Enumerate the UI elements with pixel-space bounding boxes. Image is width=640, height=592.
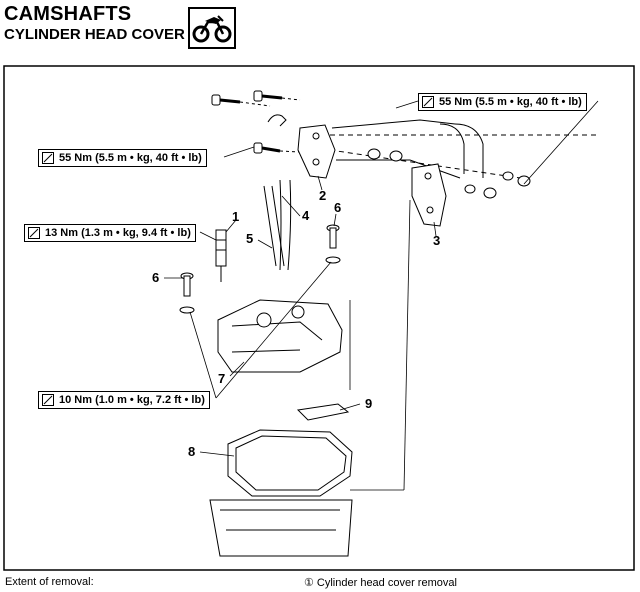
callout-7: 7 [218, 371, 226, 386]
cylinder-head-cover [217, 299, 343, 373]
torque-text: 55 Nm (5.5 m • kg, 40 ft • lb) [439, 96, 582, 108]
torque-text: 55 Nm (5.5 m • kg, 40 ft • lb) [59, 152, 202, 164]
callout-1: 1 [232, 209, 240, 224]
bolt-lower [253, 142, 301, 154]
torque-spec-bracket-bolt: 55 Nm (5.5 m • kg, 40 ft • lb) [38, 149, 207, 167]
cover-bolt-left [179, 272, 195, 314]
breather-hose [263, 185, 277, 267]
torque-spec-cover-bolt: 10 Nm (1.0 m • kg, 7.2 ft • lb) [38, 391, 210, 409]
cover-bolt-right [325, 224, 341, 264]
torque-spec-spark-plug: 13 Nm (1.3 m • kg, 9.4 ft • lb) [24, 224, 196, 242]
torque-text: 10 Nm (1.0 m • kg, 7.2 ft • lb) [59, 394, 205, 406]
torque-spec-frame-bolt: 55 Nm (5.5 m • kg, 40 ft • lb) [418, 93, 587, 111]
callout-6-right: 6 [334, 200, 342, 215]
torque-text: 13 Nm (1.3 m • kg, 9.4 ft • lb) [45, 227, 191, 239]
callout-9: 9 [365, 396, 373, 411]
engine-bracket-2 [297, 124, 336, 179]
page-title: CAMSHAFTS [4, 3, 132, 25]
callout-5: 5 [246, 231, 254, 246]
spark-plug [215, 229, 227, 282]
torque-wrench-icon [42, 394, 54, 406]
extent-value: ① Cylinder head cover removal [304, 577, 457, 589]
frame-tube [329, 119, 600, 179]
motorcycle-icon [188, 7, 236, 49]
callout-6-left: 6 [152, 270, 160, 285]
cylinder-head [209, 429, 353, 557]
engine-bracket-3 [411, 163, 447, 227]
callout-3: 3 [433, 233, 441, 248]
callout-2: 2 [319, 188, 327, 203]
callout-8: 8 [188, 444, 196, 459]
torque-wrench-icon [42, 152, 54, 164]
page-subtitle: CYLINDER HEAD COVER [4, 26, 185, 43]
callout-4: 4 [302, 208, 310, 223]
bolt-top-left [211, 94, 271, 107]
extent-label: Extent of removal: [5, 576, 94, 588]
torque-wrench-icon [28, 227, 40, 239]
bolt-top-middle [253, 90, 301, 102]
gasket-9 [296, 403, 350, 421]
clip [267, 114, 287, 127]
torque-wrench-icon [422, 96, 434, 108]
